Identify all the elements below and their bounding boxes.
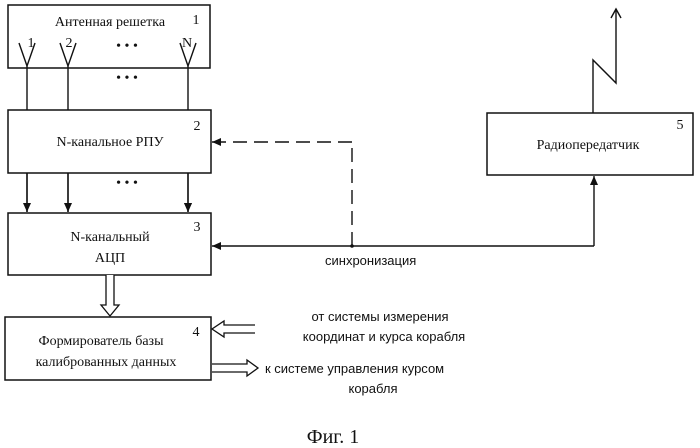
block-number-1: 1 — [193, 13, 200, 28]
block-number-3: 3 — [194, 220, 201, 235]
radio-link-icon — [593, 9, 621, 113]
ellipsis: • • • — [116, 176, 138, 191]
output-label-line1: к системе управления курсом — [265, 361, 444, 376]
antenna-label-2: 2 — [66, 36, 73, 51]
receiver-block: N-канальное РПУ 2 — [8, 110, 211, 173]
output-bus-arrow — [212, 360, 258, 376]
adc-title-line2: АЦП — [95, 251, 125, 266]
data-bus-arrow — [101, 275, 119, 316]
input-label-line1: от системы измерения — [311, 309, 448, 324]
antenna-label-1: 1 — [28, 36, 35, 51]
ellipsis: • • • — [116, 39, 138, 54]
antenna-label-n: N — [182, 36, 192, 51]
input-bus-arrow — [212, 321, 255, 337]
ellipsis: • • • — [116, 71, 138, 86]
adc-title-line1: N-канальный — [70, 230, 150, 245]
block-number-4: 4 — [193, 325, 200, 340]
transmitter-block: Радиопередатчик 5 — [487, 113, 693, 175]
input-label-line2: координат и курса корабля — [303, 329, 465, 344]
block-number-2: 2 — [194, 119, 201, 134]
calibration-title-line2: калиброванных данных — [36, 355, 177, 370]
antenna-array-title: Антенная решетка — [55, 15, 166, 30]
receiver-title: N-канальное РПУ — [57, 135, 164, 150]
figure-caption: Фиг. 1 — [307, 426, 359, 448]
adc-block: N-канальный АЦП 3 — [8, 213, 211, 275]
block-number-5: 5 — [677, 118, 684, 133]
transmitter-title: Радиопередатчик — [537, 138, 640, 153]
output-label-line2: корабля — [348, 381, 397, 396]
antenna-array-block: Антенная решетка 1 1 2 N • • • — [8, 5, 210, 68]
calibration-db-block: Формирователь базы калиброванных данных … — [5, 317, 211, 380]
calibration-title-line1: Формирователь базы — [39, 334, 165, 349]
sync-label: синхронизация — [325, 253, 416, 268]
